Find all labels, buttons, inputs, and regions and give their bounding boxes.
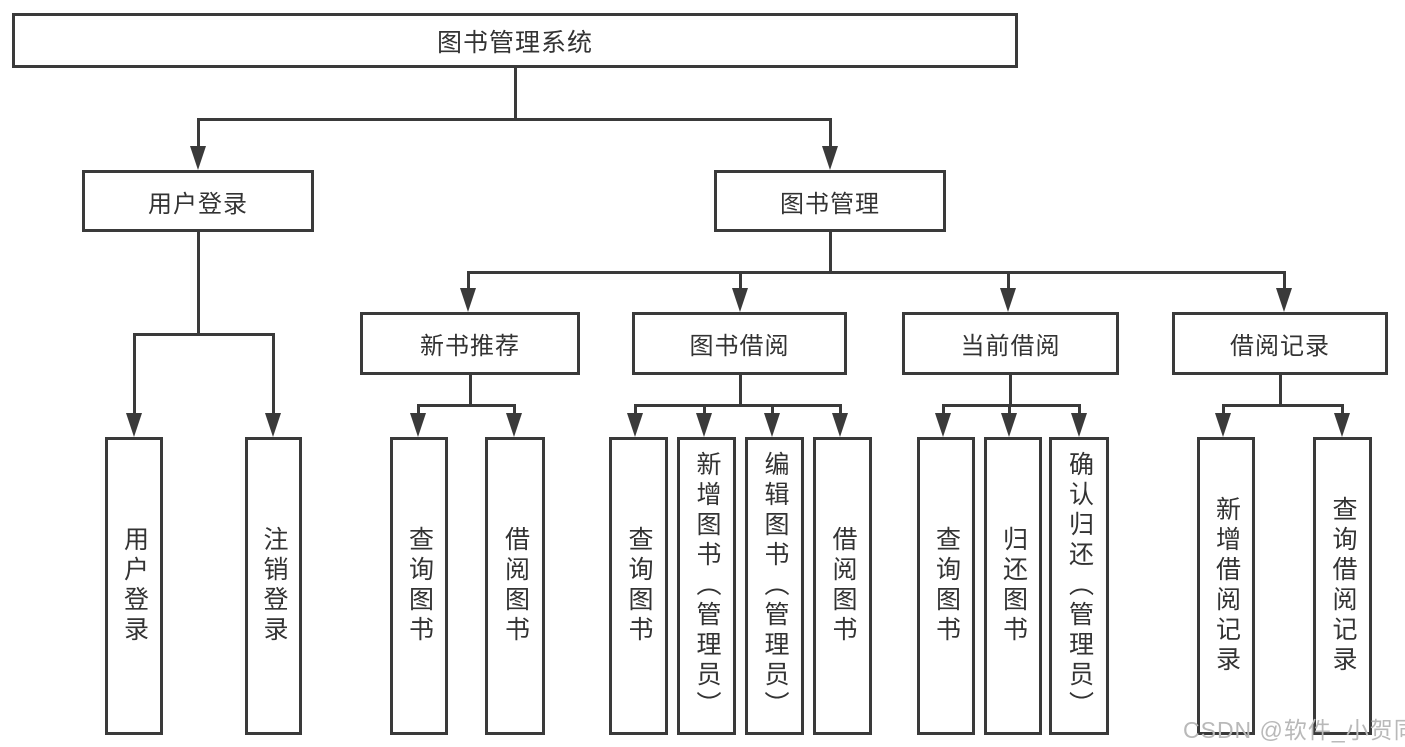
node-book-borrow: 图书借阅	[632, 312, 847, 375]
connector-line	[417, 404, 420, 416]
connector-line	[197, 118, 832, 121]
connector-line	[514, 68, 517, 120]
node-label: 查询借阅记录	[1329, 496, 1357, 676]
node-label: 注销登录	[260, 526, 288, 646]
connector-line	[1222, 404, 1225, 416]
node-label: 用户登录	[148, 190, 248, 218]
node-label: 图书借阅	[689, 333, 790, 360]
node-label: 查询图书	[932, 526, 961, 646]
node-label: 用户登录	[120, 526, 149, 646]
arrow-down-icon	[1000, 288, 1016, 312]
node-logout: 注销登录	[245, 437, 302, 735]
arrow-down-icon	[410, 413, 426, 437]
connector-line	[133, 333, 274, 336]
connector-line	[467, 271, 470, 291]
node-borrow-records: 借阅记录	[1172, 312, 1388, 375]
node-label: 归还图书	[999, 526, 1028, 646]
connector-line	[1009, 375, 1012, 406]
connector-line	[513, 404, 516, 416]
connector-line	[829, 232, 832, 273]
connector-line	[1222, 404, 1344, 407]
node-label: 查询图书	[625, 526, 653, 646]
node-add-books-admin: 新增图书（管理员）	[677, 437, 736, 735]
node-query-borrow-record: 查询借阅记录	[1313, 437, 1372, 735]
connector-line	[1341, 404, 1344, 416]
arrow-down-icon	[822, 146, 838, 170]
connector-line	[197, 118, 200, 150]
node-label: 新书推荐	[420, 333, 520, 360]
arrow-down-icon	[732, 288, 748, 312]
node-new-book-recommend: 新书推荐	[360, 312, 580, 375]
connector-line	[739, 375, 742, 406]
csdn-watermark: CSDN @软件_小贺同学	[1183, 717, 1405, 743]
node-query-books-recommend: 查询图书	[390, 437, 448, 735]
connector-line	[272, 333, 275, 415]
node-label: 查询图书	[405, 526, 434, 646]
arrow-down-icon	[1276, 288, 1292, 312]
arrow-down-icon	[696, 413, 712, 437]
arrow-down-icon	[1071, 413, 1087, 437]
arrow-down-icon	[460, 288, 476, 312]
node-label: 当前借阅	[960, 333, 1061, 360]
connector-line	[739, 271, 742, 291]
arrow-down-icon	[1215, 413, 1231, 437]
node-label: 借阅图书	[501, 526, 530, 646]
node-label: 新增借阅记录	[1212, 496, 1241, 676]
connector-line	[942, 404, 945, 416]
node-book-management: 图书管理	[714, 170, 946, 232]
node-user-login-action: 用户登录	[105, 437, 163, 735]
connector-line	[417, 404, 516, 407]
node-query-books-borrow: 查询图书	[609, 437, 668, 735]
node-edit-books-admin: 编辑图书（管理员）	[745, 437, 804, 735]
connector-line	[942, 404, 1081, 407]
connector-line	[1007, 271, 1010, 291]
node-query-books-current: 查询图书	[917, 437, 975, 735]
connector-line	[1078, 404, 1081, 416]
connector-line	[839, 404, 842, 416]
arrow-down-icon	[832, 413, 848, 437]
node-label: 确认归还（管理员）	[1065, 451, 1094, 721]
connector-line	[1008, 404, 1011, 416]
connector-line	[467, 271, 1286, 274]
arrow-down-icon	[627, 413, 643, 437]
node-library-management-system: 图书管理系统	[12, 13, 1018, 68]
node-label: 图书管理	[780, 190, 880, 218]
connector-line	[1279, 375, 1282, 406]
connector-line	[703, 404, 706, 416]
connector-line	[469, 375, 472, 406]
connector-line	[634, 404, 842, 407]
node-label: 图书管理系统	[436, 28, 593, 57]
arrow-down-icon	[1334, 413, 1350, 437]
connector-line	[1283, 271, 1286, 291]
node-confirm-return-admin: 确认归还（管理员）	[1049, 437, 1109, 735]
arrow-down-icon	[506, 413, 522, 437]
arrow-down-icon	[1001, 413, 1017, 437]
node-borrow-books: 借阅图书	[813, 437, 872, 735]
node-return-books: 归还图书	[984, 437, 1042, 735]
connector-line	[133, 333, 136, 415]
node-current-borrow: 当前借阅	[902, 312, 1119, 375]
connector-line	[771, 404, 774, 416]
arrow-down-icon	[265, 413, 281, 437]
connector-line	[634, 404, 637, 416]
arrow-down-icon	[935, 413, 951, 437]
node-borrow-books-recommend: 借阅图书	[485, 437, 545, 735]
node-label: 借阅记录	[1230, 333, 1330, 360]
arrow-down-icon	[190, 146, 206, 170]
node-label: 新增图书（管理员）	[693, 451, 721, 721]
connector-line	[829, 118, 832, 150]
arrow-down-icon	[126, 413, 142, 437]
connector-line	[197, 232, 200, 335]
arrow-down-icon	[764, 413, 780, 437]
node-add-borrow-record: 新增借阅记录	[1197, 437, 1255, 735]
node-label: 编辑图书（管理员）	[761, 451, 789, 721]
node-user-login: 用户登录	[82, 170, 314, 232]
node-label: 借阅图书	[829, 526, 857, 646]
